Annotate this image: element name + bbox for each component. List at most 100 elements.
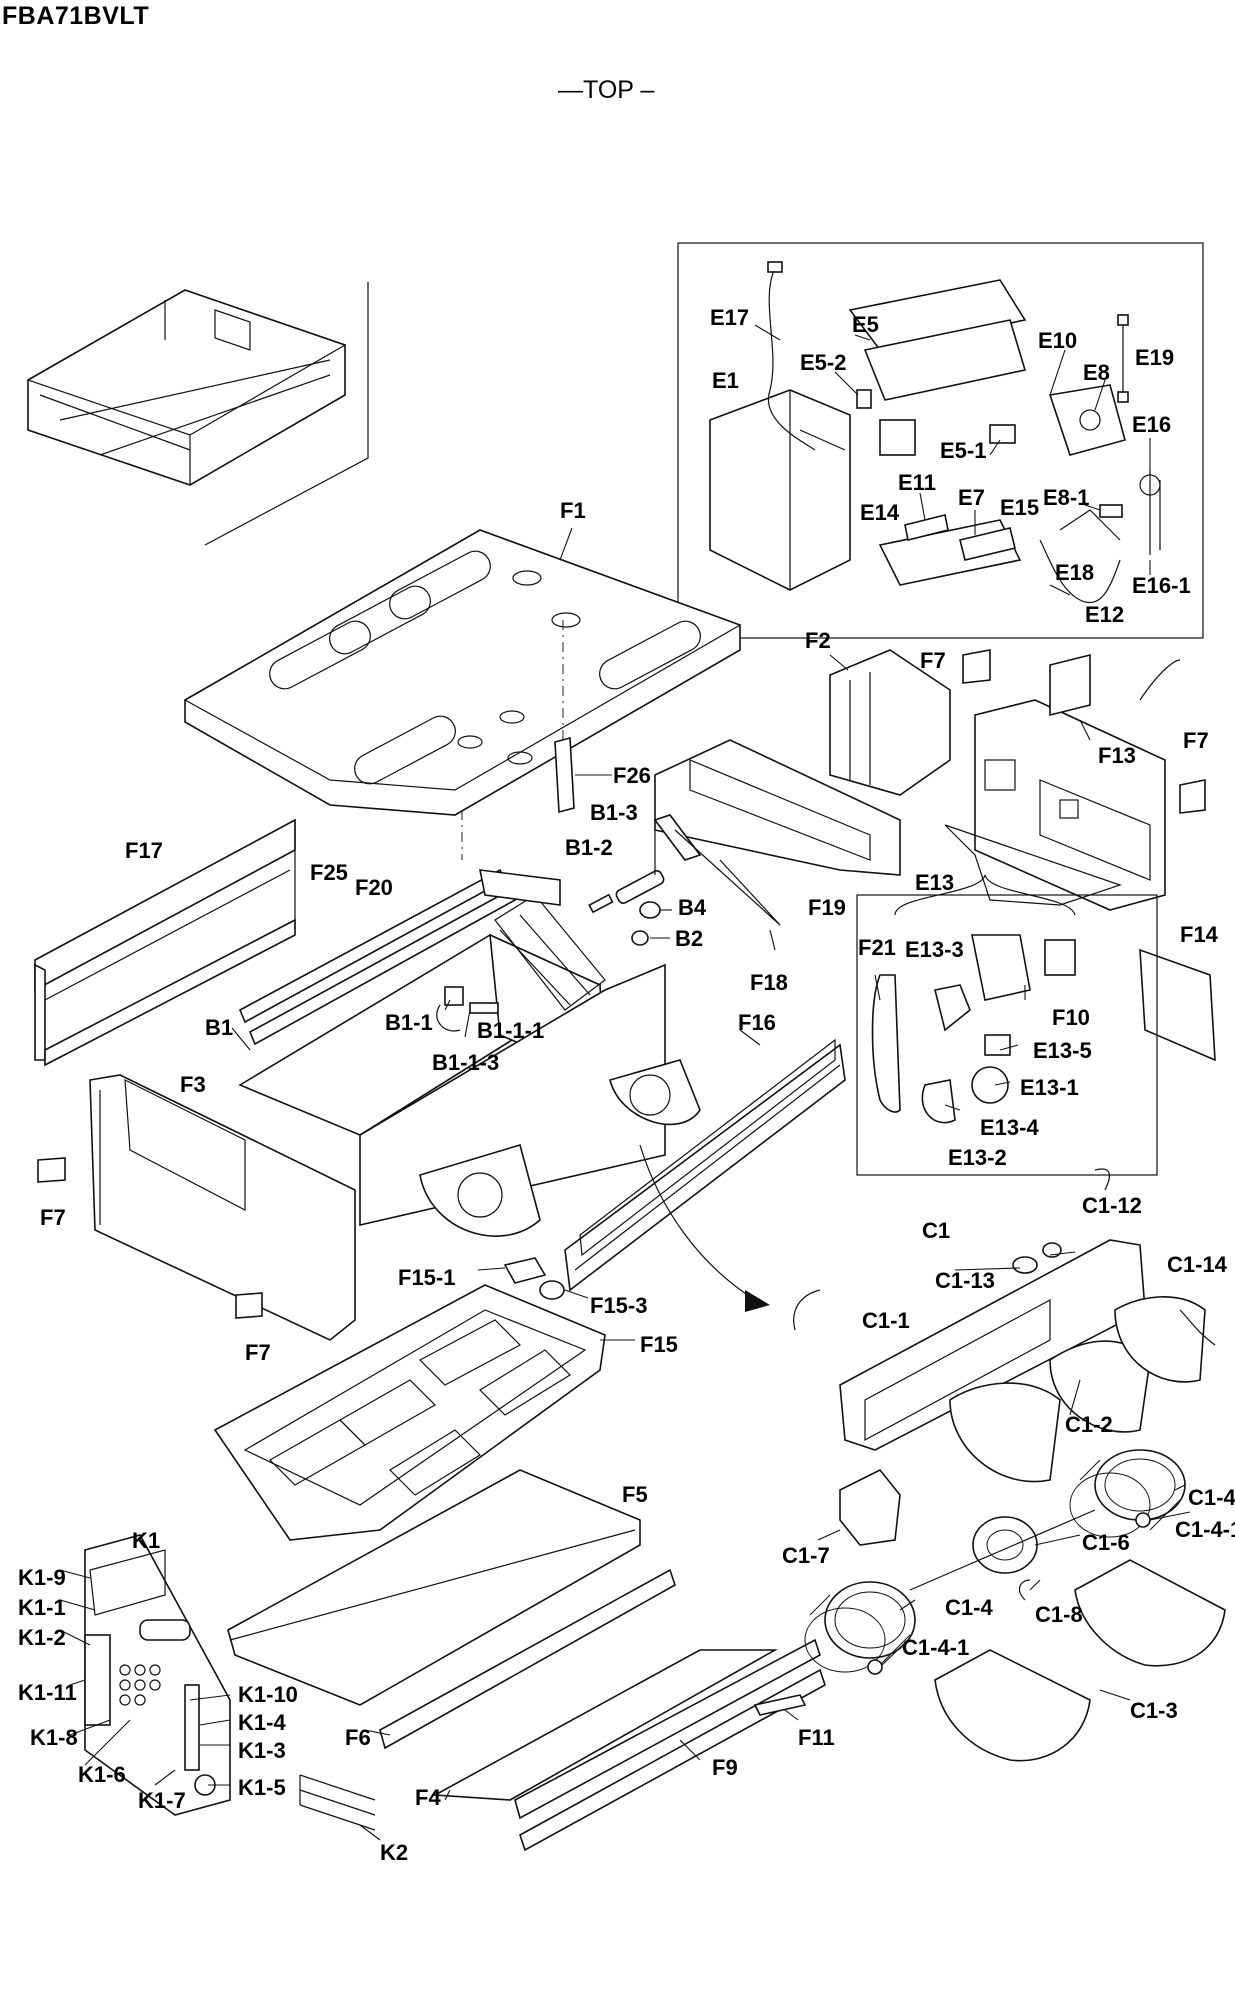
fan-wheel-c1-4-right <box>1069 1449 1186 1538</box>
bracket-c1 <box>793 1168 1110 1331</box>
label-f14: F14 <box>1180 922 1219 947</box>
label-k1-8: K1-8 <box>30 1725 78 1750</box>
label-f7-bottom: F7 <box>245 1340 271 1365</box>
label-c1-4-right: C1-4 <box>1188 1485 1235 1510</box>
label-f11: F11 <box>798 1725 835 1750</box>
fan-wheel-c1-4-left <box>804 1581 916 1673</box>
label-b1-1-1: B1-1-1 <box>477 1018 544 1043</box>
label-f25: F25 <box>310 860 348 885</box>
label-f26: F26 <box>613 763 651 788</box>
label-e13-2: E13-2 <box>948 1145 1007 1170</box>
arrow-to-fan <box>639 1144 756 1301</box>
part-b1-2 <box>588 893 614 914</box>
part-f15-1 <box>503 1257 547 1284</box>
side-panel-f3 <box>89 1074 356 1341</box>
label-f16: F16 <box>738 1010 776 1035</box>
rail-f6 <box>379 1568 676 1750</box>
part-f15-3 <box>539 1280 565 1300</box>
label-k1-9: K1-9 <box>18 1565 66 1590</box>
electrical-box-inset-frame <box>677 242 1204 639</box>
label-f15-3: F15-3 <box>590 1293 647 1318</box>
label-f15: F15 <box>640 1332 678 1357</box>
part-c1-8 <box>1018 1579 1031 1601</box>
leader-lines <box>59 324 1191 1841</box>
label-c1-6: C1-6 <box>1082 1530 1130 1555</box>
label-b4: B4 <box>678 895 707 920</box>
part-f18 <box>674 829 781 926</box>
label-k1-7: K1-7 <box>138 1788 186 1813</box>
label-f21: F21 <box>858 935 896 960</box>
bottom-panel-f5 <box>227 1469 641 1706</box>
label-b2: B2 <box>675 926 703 951</box>
label-e19: E19 <box>1135 345 1174 370</box>
label-k1-10: K1-10 <box>238 1682 298 1707</box>
label-e13-3: E13-3 <box>905 937 964 962</box>
control-panel-k1 <box>84 1534 231 1816</box>
label-e17: E17 <box>710 305 749 330</box>
drain-pan-f19 <box>653 739 901 876</box>
part-b1-1-1 <box>469 1002 499 1014</box>
label-f19: F19 <box>808 895 846 920</box>
label-f3: F3 <box>180 1072 206 1097</box>
label-k1-3: K1-3 <box>238 1738 286 1763</box>
label-f18: F18 <box>750 970 788 995</box>
label-f15-1: F15-1 <box>398 1265 455 1290</box>
label-f5: F5 <box>622 1482 648 1507</box>
label-c1-2: C1-2 <box>1065 1412 1113 1437</box>
part-b1-3 <box>615 870 665 904</box>
label-b1-1-3: B1-1-3 <box>432 1050 499 1075</box>
screws-k2 <box>299 1774 376 1831</box>
label-e16: E16 <box>1132 412 1171 437</box>
overview-border <box>204 282 369 546</box>
label-c1-1: C1-1 <box>862 1308 910 1333</box>
label-c1-14: C1-14 <box>1167 1252 1228 1277</box>
arrow-head <box>745 1290 770 1312</box>
label-e12: E12 <box>1085 602 1124 627</box>
drain-pan-f15 <box>213 1284 606 1541</box>
side-panel-f17 <box>34 818 296 1067</box>
part-b1-1 <box>444 986 464 1006</box>
label-f7-right: F7 <box>1183 728 1209 753</box>
label-k2: K2 <box>380 1840 408 1865</box>
label-f20: F20 <box>355 875 393 900</box>
fan-housing-under-b1 <box>359 963 701 1237</box>
part-labels: E17 E5 E10 E19 E8 E1 E5-2 E16 E5-1 E11 E… <box>18 305 1235 1865</box>
bracket-f7-bottom <box>235 1292 263 1319</box>
part-c1-4-1-right <box>1135 1512 1151 1528</box>
label-b1-3: B1-3 <box>590 800 638 825</box>
label-k1-11: K1-11 <box>18 1680 77 1705</box>
label-k1-5: K1-5 <box>238 1775 286 1800</box>
label-e16-1: E16-1 <box>1132 573 1191 598</box>
label-k1: K1 <box>132 1528 160 1553</box>
label-c1-4-1-left: C1-4-1 <box>902 1635 969 1660</box>
part-f20 <box>248 888 517 1046</box>
part-b2 <box>631 930 649 946</box>
label-k1-4: K1-4 <box>238 1710 286 1735</box>
electrical-box-parts <box>709 261 1161 604</box>
label-f17: F17 <box>125 838 163 863</box>
motor-c1-6 <box>909 1509 1096 1591</box>
part-c1-4-1-left <box>867 1659 883 1675</box>
part-b4 <box>639 901 661 919</box>
label-f9: F9 <box>712 1755 738 1780</box>
label-c1-4-1-right: C1-4-1 <box>1175 1517 1235 1542</box>
part-f14 <box>1139 948 1216 1062</box>
bracket-e13 <box>894 874 1076 916</box>
label-c1: C1 <box>922 1218 950 1243</box>
rail-f4 <box>519 1668 826 1852</box>
label-f13: F13 <box>1098 743 1136 768</box>
label-k1-1: K1-1 <box>18 1595 66 1620</box>
label-e18: E18 <box>1055 560 1094 585</box>
drain-pump-parts <box>871 934 1076 1124</box>
label-f1: F1 <box>560 498 586 523</box>
fan-assembly-c1 <box>839 1239 1206 1483</box>
label-b1-2: B1-2 <box>565 835 613 860</box>
rail-f9 <box>514 1638 821 1820</box>
label-f6: F6 <box>345 1725 371 1750</box>
cable-c1-14 <box>1179 1309 1216 1346</box>
label-c1-13: C1-13 <box>935 1268 995 1293</box>
label-f4: F4 <box>415 1785 441 1810</box>
label-e13-1: E13-1 <box>1020 1075 1079 1100</box>
part-f2 <box>829 649 951 796</box>
label-e5-1: E5-1 <box>940 438 986 463</box>
